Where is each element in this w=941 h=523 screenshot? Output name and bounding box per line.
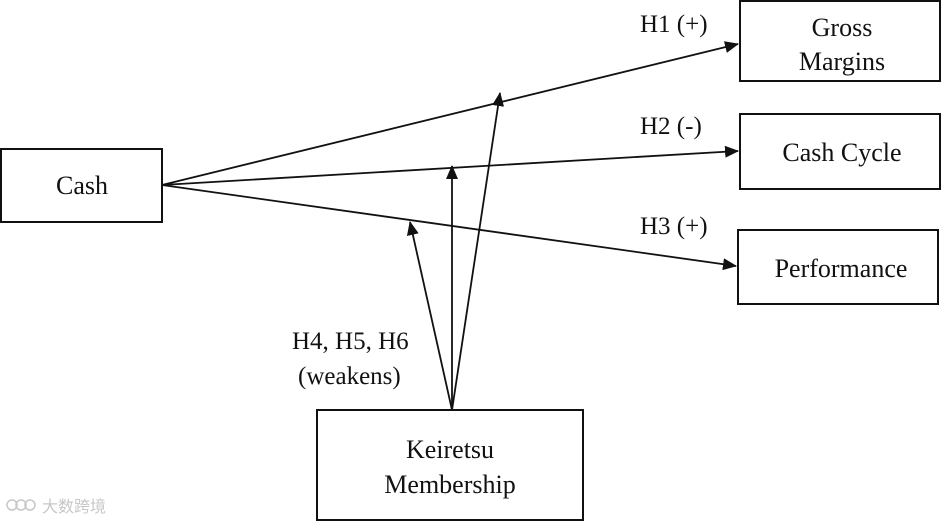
node-gross-margins-line1: Gross — [812, 13, 873, 42]
edge-cash-to-cash-cycle — [161, 145, 739, 186]
node-keiretsu-line2: Membership — [384, 470, 515, 499]
node-gross-margins-line2: Margins — [799, 47, 885, 76]
edge-cash-to-gross-margins — [161, 41, 739, 186]
node-keiretsu-line1: Keiretsu — [406, 435, 494, 464]
watermark-logo-icon — [6, 499, 36, 511]
edge-label-moderation-line2: (weakens) — [298, 363, 401, 390]
edge-label-h2: H2 (-) — [640, 113, 702, 140]
node-cash-cycle: Cash Cycle — [739, 113, 941, 190]
watermark: 大数跨境 — [6, 493, 106, 517]
edge-moderation-to-h3 — [406, 221, 453, 411]
edge-label-moderation-line1: H4, H5, H6 — [292, 328, 409, 355]
edge-label-h1: H1 (+) — [640, 11, 708, 38]
edge-moderation-to-h1 — [451, 92, 504, 411]
node-cash-label: Cash — [56, 171, 108, 200]
node-cash-cycle-label: Cash Cycle — [782, 138, 901, 167]
node-gross-margins: Gross Margins — [739, 0, 941, 82]
node-performance: Performance — [737, 229, 939, 305]
node-performance-label: Performance — [775, 254, 908, 283]
edge-label-h3: H3 (+) — [640, 213, 708, 240]
node-keiretsu-membership: Keiretsu Membership — [316, 409, 584, 521]
node-cash: Cash — [0, 148, 163, 223]
watermark-text: 大数跨境 — [42, 497, 107, 516]
edge-cash-to-performance — [161, 184, 737, 271]
